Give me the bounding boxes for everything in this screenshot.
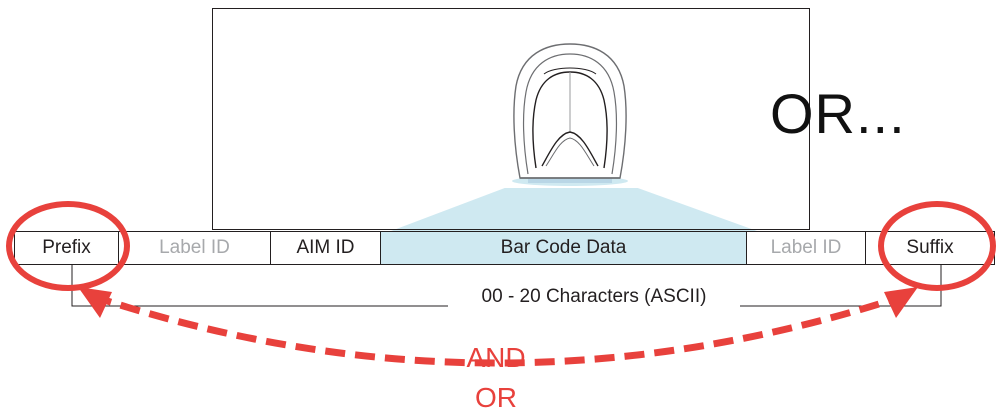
suffix-highlight-circle xyxy=(878,201,996,291)
arrowhead-left-icon xyxy=(78,287,112,318)
field-prefix: Prefix xyxy=(15,232,119,264)
scanner-frame xyxy=(212,8,810,230)
or-label: OR xyxy=(475,382,517,413)
range-bracket xyxy=(71,265,448,307)
field-bar-code-data: Bar Code Data xyxy=(381,232,747,264)
field-row: Prefix Label ID AIM ID Bar Code Data Lab… xyxy=(14,231,995,265)
scan-beam xyxy=(391,183,757,231)
prefix-highlight-circle xyxy=(6,201,130,291)
arrowhead-right-icon xyxy=(884,287,918,318)
barcode-scanner-icon xyxy=(470,42,670,188)
field-suffix: Suffix xyxy=(906,237,954,258)
field-label-id-trailing: Label ID xyxy=(747,232,866,264)
field-aim-id: AIM ID xyxy=(271,232,381,264)
field-label-id-leading: Label ID xyxy=(119,232,271,264)
or-alternative-label: OR... xyxy=(770,82,906,145)
double-headed-arrow-icon xyxy=(90,292,906,367)
and-label: AND xyxy=(466,342,526,373)
range-bracket-right xyxy=(740,265,942,307)
character-range-label: 00 - 20 Characters (ASCII) xyxy=(448,286,740,308)
